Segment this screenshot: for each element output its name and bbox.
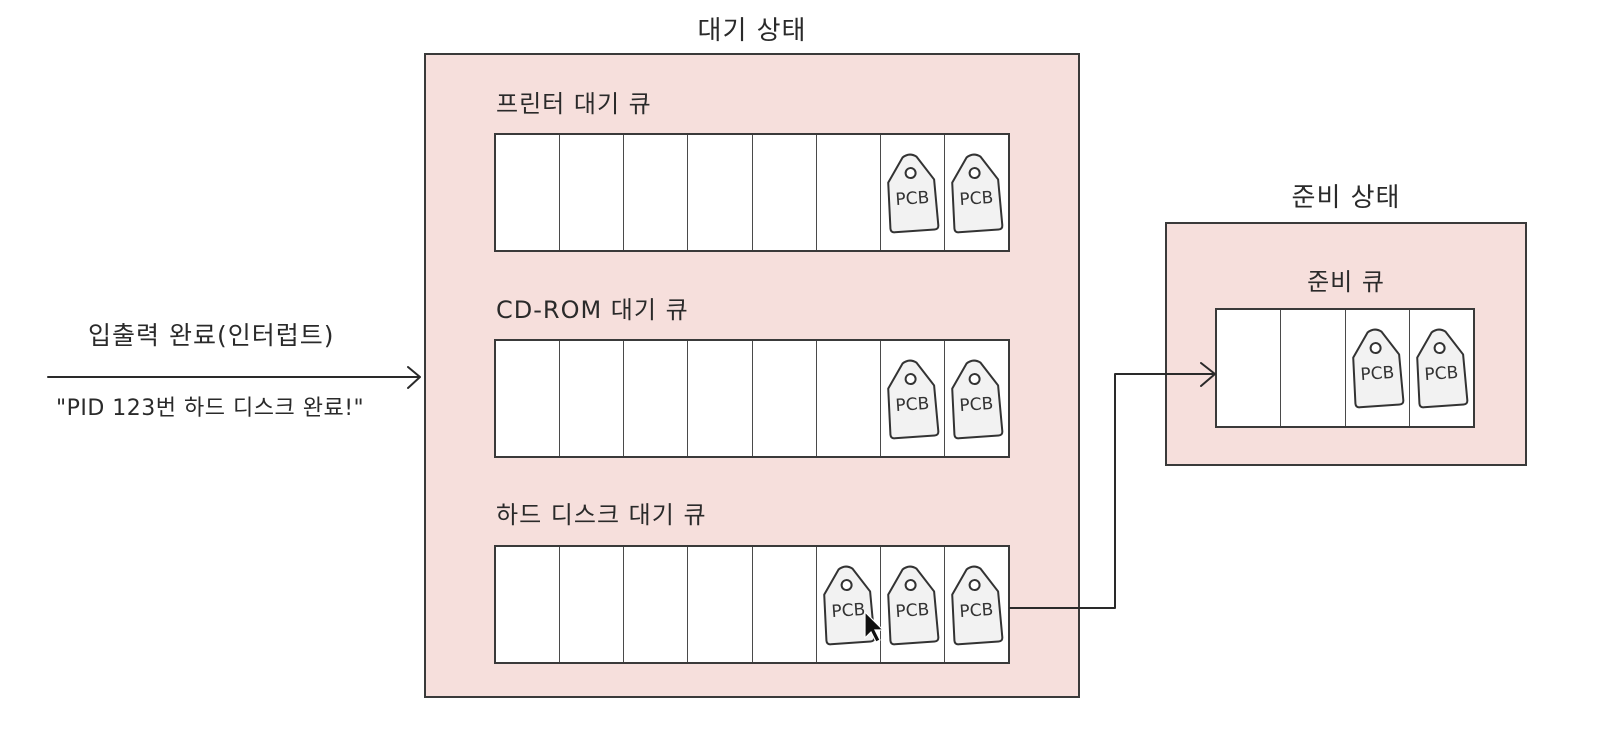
ready-queue-label: 준비 큐: [1307, 268, 1385, 296]
queue-slot: [624, 135, 689, 250]
to-ready-queue-arrow: [1009, 362, 1216, 609]
queue-slot: [817, 341, 881, 456]
pcb-tag-shape: [887, 565, 940, 645]
queue-slot: PCB: [881, 547, 945, 662]
pcb-tag-icon: PCB: [881, 357, 944, 441]
pcb-tag-icon: PCB: [945, 357, 1008, 441]
printer-queue-label: 프린터 대기 큐: [496, 90, 652, 118]
interrupt-arrow: [47, 366, 421, 389]
pcb-tag-shape: [1352, 328, 1405, 409]
queue-slot: [753, 135, 817, 250]
queue-slot: PCB: [1410, 310, 1473, 426]
mouse-cursor-icon: [864, 610, 885, 643]
queue-slot: PCB: [881, 135, 945, 250]
ready-state-title: 준비 상태: [1291, 183, 1401, 213]
queue-slot: [753, 547, 817, 662]
queue-slot: PCB: [945, 135, 1008, 250]
queue-slot: [688, 547, 753, 662]
queue-slot: PCB: [1346, 310, 1410, 426]
pcb-tag-icon: PCB: [816, 563, 879, 647]
queue-slot: [1217, 310, 1282, 426]
queue-slot: [1281, 310, 1346, 426]
pcb-tag-icon: PCB: [945, 151, 1008, 235]
queue-slot: [496, 341, 561, 456]
pcb-tag-icon: PCB: [881, 563, 944, 647]
queue-slot: PCB: [881, 341, 945, 456]
pcb-tag-icon: PCB: [1345, 326, 1408, 410]
pcb-tag-shape: [951, 565, 1004, 645]
queue-slot: [688, 135, 753, 250]
queue-slot: [560, 547, 625, 662]
waiting-state-title: 대기 상태: [697, 16, 807, 46]
queue-slot: PCB: [945, 341, 1008, 456]
io-complete-interrupt-label: 입출력 완료(인터럽트): [88, 321, 335, 350]
queue-slot: [817, 135, 881, 250]
pcb-tag-shape: [887, 153, 940, 233]
pcb-tag-shape: [1416, 328, 1469, 409]
queue-slot: [496, 135, 561, 250]
pcb-tag-icon: PCB: [945, 563, 1008, 647]
hard-disk-queue-label: 하드 디스크 대기 큐: [496, 501, 707, 529]
queue-slot: PCB: [945, 547, 1008, 662]
pcb-tag-shape: [951, 359, 1004, 439]
pcb-tag-icon: PCB: [881, 151, 944, 235]
queue-slot: [560, 135, 625, 250]
queue-slot: [753, 341, 817, 456]
queue-slot: [624, 547, 689, 662]
pcb-tag-shape: [887, 359, 940, 439]
pid-completion-message: "PID 123번 하드 디스크 완료!": [56, 396, 365, 421]
pcb-tag-shape: [823, 565, 876, 645]
queue-slot: [688, 341, 753, 456]
queue-slot: PCB: [817, 547, 881, 662]
pcb-tag-shape: [951, 153, 1004, 233]
queue-slot: [560, 341, 625, 456]
cdrom-queue-label: CD-ROM 대기 큐: [496, 296, 689, 324]
pcb-tag-icon: PCB: [1410, 326, 1473, 410]
queue-slot: [624, 341, 689, 456]
queue-slot: [496, 547, 561, 662]
